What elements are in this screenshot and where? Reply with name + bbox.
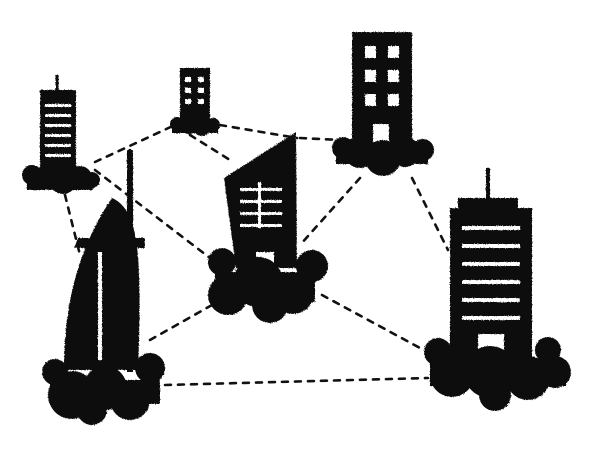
building-small-antenna-left — [22, 75, 100, 194]
building-large-right — [424, 168, 571, 411]
building-sail-hotel — [42, 150, 165, 425]
connection-line — [163, 376, 430, 387]
connection-line — [148, 303, 214, 342]
connection-line — [93, 123, 177, 164]
connection-line — [188, 133, 232, 162]
connection-line — [410, 176, 450, 252]
connection-line — [298, 136, 342, 142]
cloud — [332, 136, 434, 176]
connection-line — [320, 293, 422, 350]
connection-line — [218, 123, 299, 140]
cloud — [42, 353, 165, 425]
building-center-slanted — [208, 132, 328, 323]
building-small-top — [170, 68, 220, 136]
cloud — [208, 248, 328, 323]
connection-line — [298, 176, 362, 247]
cloud — [170, 116, 220, 136]
building-tall-top-right — [332, 32, 434, 176]
connection-line — [93, 168, 212, 260]
cloud — [424, 337, 571, 411]
cloud — [22, 164, 100, 194]
